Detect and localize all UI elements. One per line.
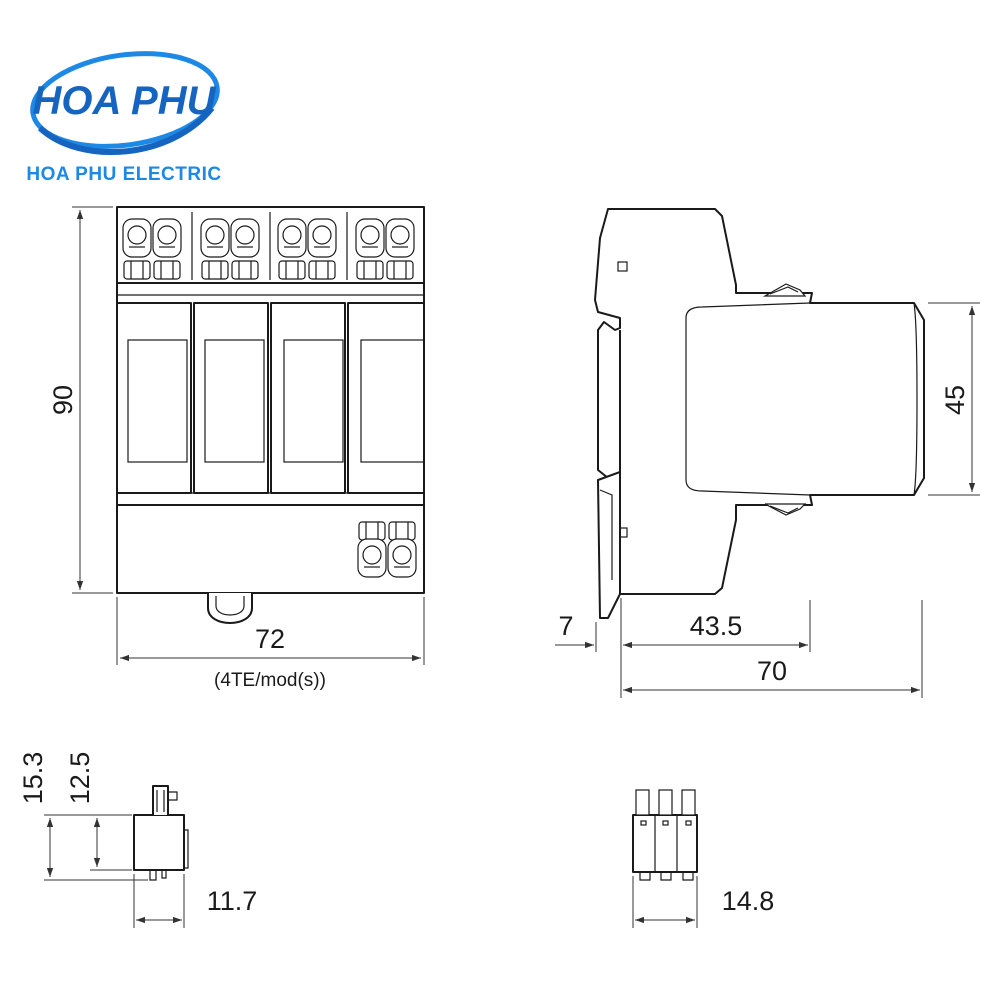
dim-terminal-height-outer: 15.3	[18, 752, 48, 805]
side-dimensions: 45 7 43.5 70	[555, 302, 980, 698]
dim-terminal-front-width: 14.8	[722, 886, 775, 916]
company-logo: HOA PHU HOA PHU ELECTRIC	[26, 51, 221, 185]
terminal-side-dimensions: 15.3 12.5 11.7	[18, 752, 257, 928]
logo-company-name: HOA PHU ELECTRIC	[26, 164, 221, 185]
front-dimensions: 90 72 (4TE/mod(s))	[48, 206, 425, 691]
terminal-front-dimensions: 14.8	[632, 876, 775, 928]
dim-body-depth: 43.5	[690, 611, 743, 641]
dim-front-width-note: (4TE/mod(s))	[214, 670, 326, 691]
front-view	[116, 206, 425, 624]
dim-rail-offset: 7	[558, 611, 573, 641]
dim-front-height: 90	[48, 385, 78, 415]
logo-wordmark: HOA PHU	[33, 79, 217, 123]
dim-total-depth: 70	[757, 656, 787, 686]
dim-terminal-height-inner: 12.5	[65, 752, 95, 805]
dim-front-width: 72	[255, 624, 285, 654]
dim-terminal-side-width: 11.7	[207, 886, 258, 916]
module-cartridges	[116, 302, 425, 494]
side-view	[594, 208, 925, 619]
terminal-side-view	[133, 785, 189, 881]
dim-side-front-height: 45	[940, 385, 970, 415]
terminal-front-view	[632, 789, 698, 881]
